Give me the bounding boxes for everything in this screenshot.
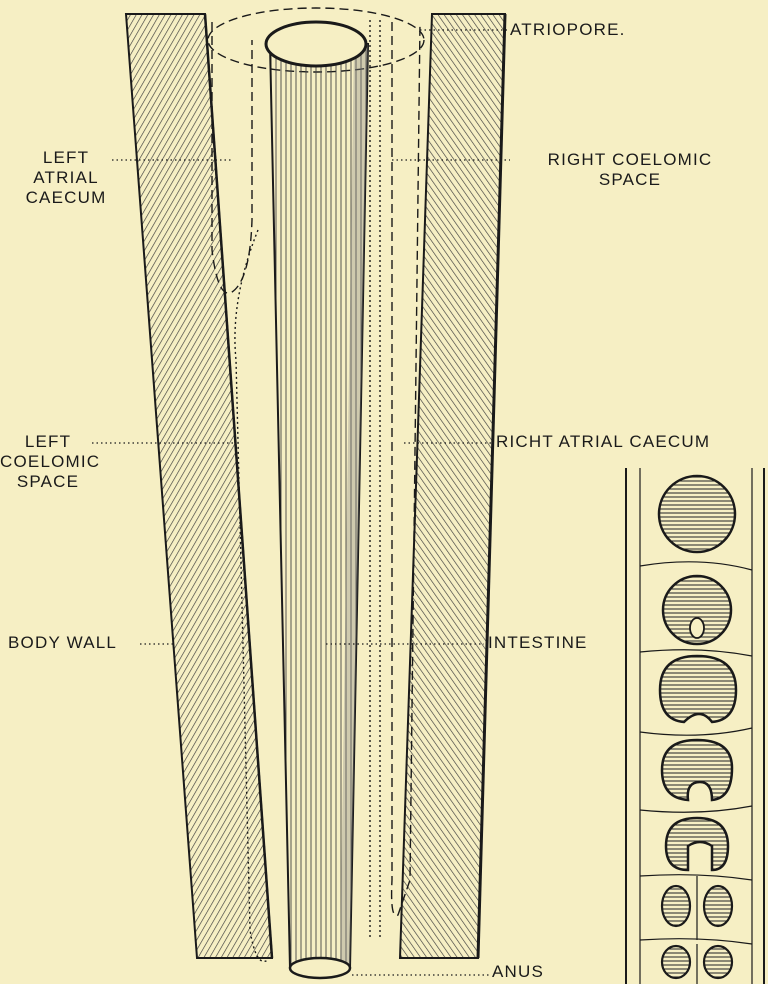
- label-line: RIGHT COELOMIC: [514, 150, 746, 170]
- anus-opening: [290, 958, 350, 978]
- inset-cell-sequence: [626, 468, 764, 984]
- label-body-wall: BODY WALL: [8, 633, 117, 653]
- intestine-top-opening: [266, 22, 366, 66]
- label-line: CAECUM: [18, 188, 114, 208]
- label-right-coelomic-space: RIGHT COELOMIC SPACE: [514, 150, 746, 190]
- left-body-wall: [126, 14, 272, 958]
- label-intestine: INTESTINE: [488, 633, 588, 653]
- label-line: SPACE: [0, 472, 96, 492]
- label-atriopore: ATRIOPORE.: [510, 20, 626, 40]
- label-line: LEFT: [0, 432, 96, 452]
- label-right-atrial-caecum: RICHT ATRIAL CAECUM: [496, 432, 710, 452]
- label-line: SPACE: [514, 170, 746, 190]
- label-left-atrial-caecum: LEFT ATRIAL CAECUM: [18, 148, 114, 208]
- label-line: ATRIAL: [18, 168, 114, 188]
- label-line: LEFT: [18, 148, 114, 168]
- label-left-coelomic-space: LEFT COELOMIC SPACE: [0, 432, 96, 492]
- right-body-wall: [400, 14, 505, 958]
- label-line: COELOMIC: [0, 452, 96, 472]
- label-anus: ANUS: [492, 962, 544, 982]
